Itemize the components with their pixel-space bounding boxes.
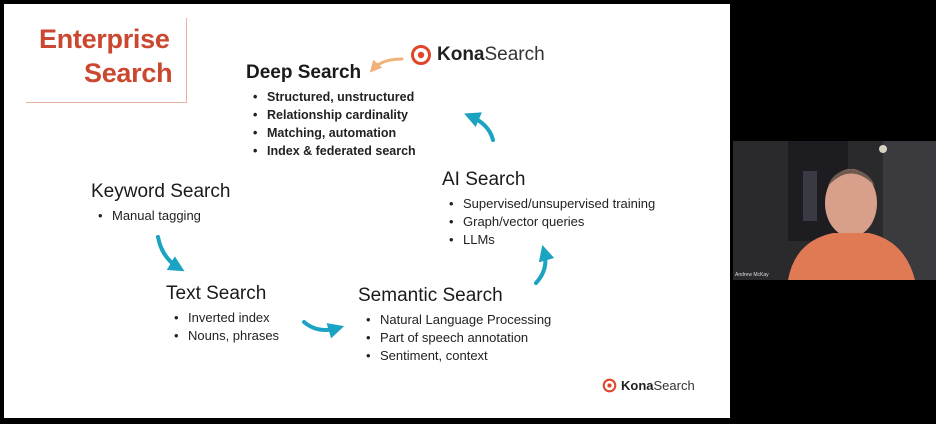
logo-search-text: Search xyxy=(484,44,545,65)
arrow-ai-to-deep xyxy=(464,112,495,142)
konasearch-logo-icon xyxy=(411,45,431,65)
list-item: Index & federated search xyxy=(251,142,416,160)
arrow-keyword-to-text xyxy=(156,235,185,272)
slide-title-line2: Search xyxy=(84,58,173,88)
list-item: Inverted index xyxy=(172,309,279,327)
ai-search-heading: AI Search xyxy=(442,169,526,190)
participant-name-label: Andrew McKay xyxy=(735,272,769,278)
text-search-heading: Text Search xyxy=(166,283,267,304)
logo-search-text: Search xyxy=(653,378,695,393)
semantic-search-heading: Semantic Search xyxy=(358,285,503,306)
slide-title-box: Enterprise Search xyxy=(26,18,187,103)
participant-video-tile[interactable]: Andrew McKay xyxy=(733,141,936,280)
participant-video-feed xyxy=(733,141,936,280)
ai-search-bullets: Supervised/unsupervised training Graph/v… xyxy=(447,195,655,249)
arrow-semantic-to-ai xyxy=(534,244,555,285)
list-item: Natural Language Processing xyxy=(364,311,551,329)
arrow-logo-to-deep xyxy=(369,57,404,73)
semantic-search-bullets: Natural Language Processing Part of spee… xyxy=(364,311,551,365)
list-item: LLMs xyxy=(447,231,655,249)
slide-title-line1: Enterprise xyxy=(39,24,170,54)
list-item: Matching, automation xyxy=(251,124,416,142)
arrow-text-to-semantic xyxy=(302,320,345,339)
deep-search-heading: Deep Search xyxy=(246,62,362,83)
list-item: Sentiment, context xyxy=(364,347,551,365)
list-item: Supervised/unsupervised training xyxy=(447,195,655,213)
text-search-bullets: Inverted index Nouns, phrases xyxy=(172,309,279,345)
logo-kona-text: Kona xyxy=(621,378,654,393)
list-item: Part of speech annotation xyxy=(364,329,551,347)
list-item: Structured, unstructured xyxy=(251,88,416,106)
konasearch-logo-bottom: KonaSearch xyxy=(602,378,695,393)
list-item: Relationship cardinality xyxy=(251,106,416,124)
flow-arrows xyxy=(156,57,555,339)
konasearch-logo-icon xyxy=(602,378,617,393)
deep-search-bullets: Structured, unstructured Relationship ca… xyxy=(251,88,416,160)
keyword-search-heading: Keyword Search xyxy=(91,181,231,202)
konasearch-logo-top: KonaSearch xyxy=(410,44,545,66)
keyword-search-bullets: Manual tagging xyxy=(96,207,201,225)
list-item: Nouns, phrases xyxy=(172,327,279,345)
list-item: Graph/vector queries xyxy=(447,213,655,231)
logo-kona-text: Kona xyxy=(437,44,485,65)
presentation-slide: Enterprise Search KonaSearch Deep Search… xyxy=(4,4,730,418)
list-item: Manual tagging xyxy=(96,207,201,225)
